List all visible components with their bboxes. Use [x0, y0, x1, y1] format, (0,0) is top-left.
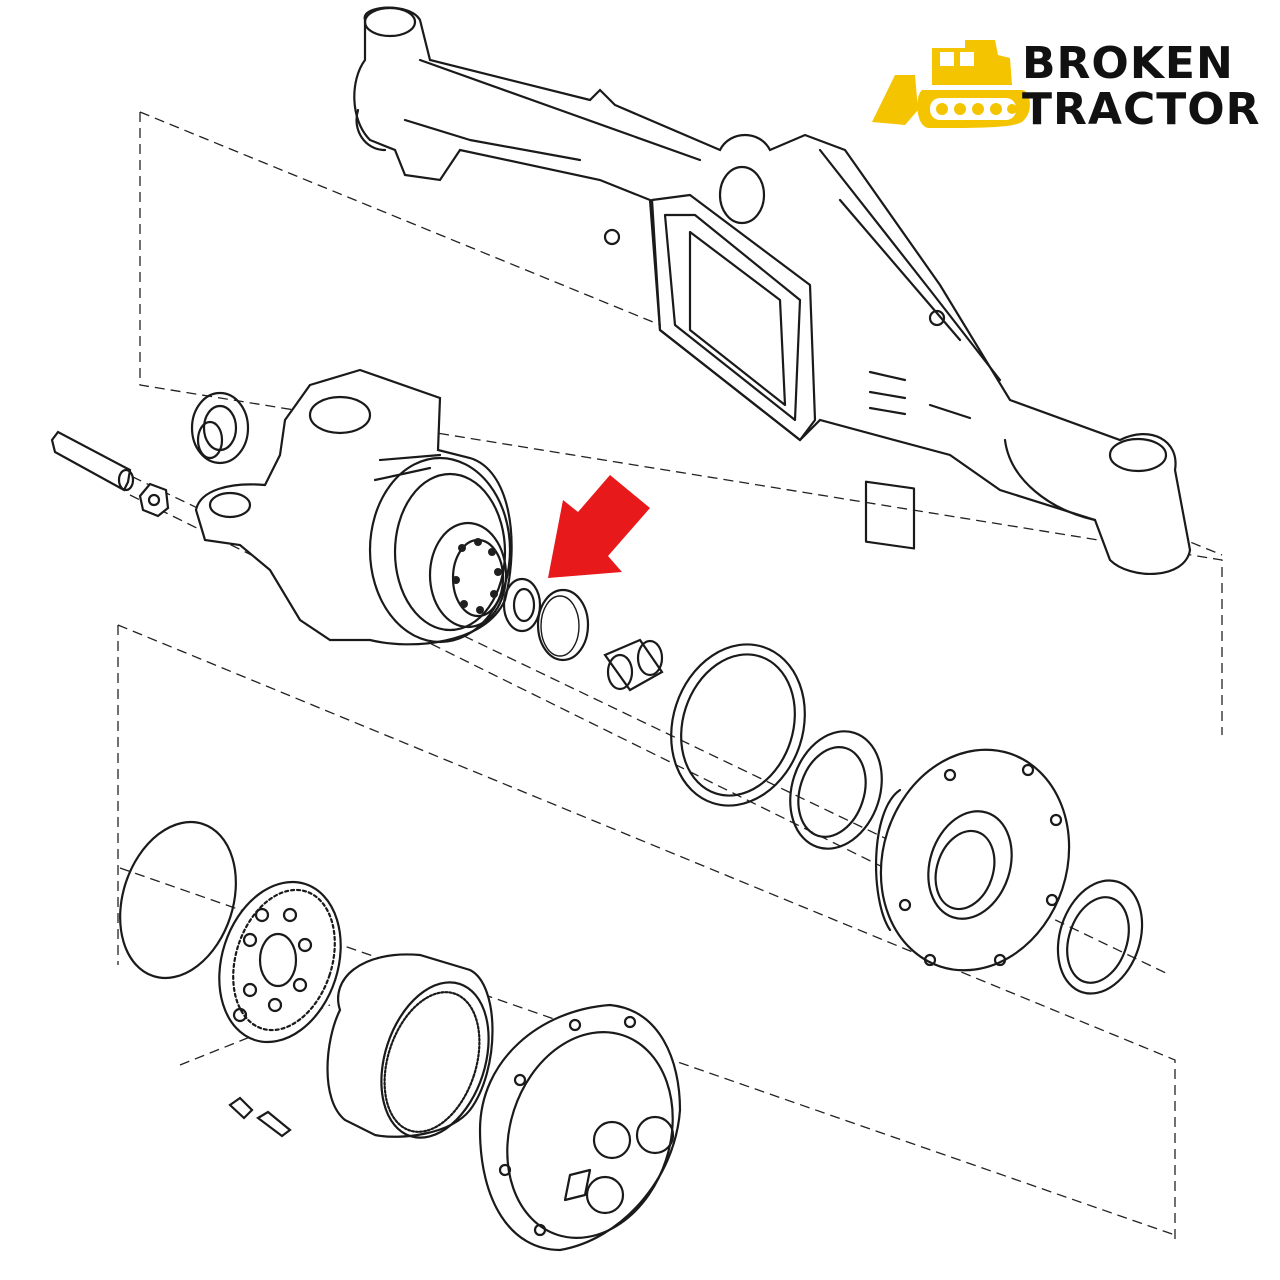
highlighted-seal — [502, 577, 542, 633]
king-pin — [50, 430, 135, 492]
bulldozer-icon — [872, 40, 1030, 128]
screws — [228, 1096, 292, 1138]
axle-housing — [353, 6, 1192, 576]
planetary-cover — [478, 1003, 682, 1252]
large-ring — [670, 643, 806, 807]
logo-line-2: TRACTOR — [1022, 84, 1261, 135]
nut — [138, 482, 170, 518]
ring-gear — [326, 953, 494, 1139]
knuckle-spline — [451, 538, 505, 618]
arrow-pointer-icon — [548, 475, 650, 578]
inner-bearing — [789, 730, 883, 850]
wheel-hub — [874, 748, 1071, 972]
sleeve — [603, 638, 664, 692]
retaining-ring — [119, 820, 237, 980]
steering-knuckle — [194, 368, 513, 646]
upper-seal — [190, 391, 250, 465]
outer-bearing — [1056, 879, 1144, 995]
logo-line-1: BROKEN — [1022, 38, 1234, 89]
planet-carrier — [218, 880, 342, 1044]
snap-ring — [536, 588, 590, 662]
